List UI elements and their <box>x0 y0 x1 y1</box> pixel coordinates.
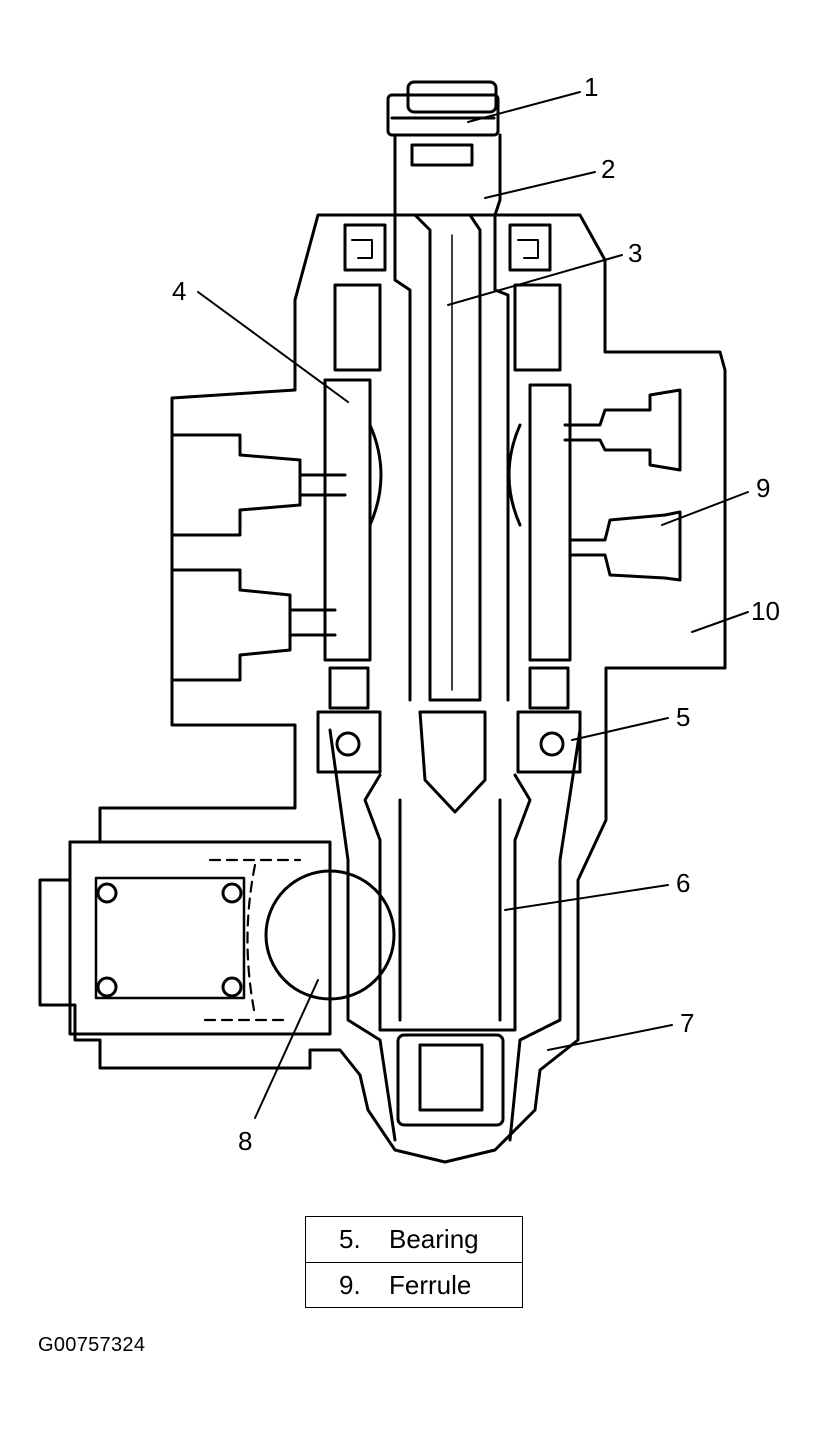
leader-5 <box>571 717 669 741</box>
ferrule-fitting-right-lower <box>568 510 682 582</box>
figure-id: G00757324 <box>38 1334 146 1356</box>
seal-upper-left <box>343 223 387 272</box>
housing-inner-right <box>508 728 582 1142</box>
callout-4: 4 <box>172 276 186 306</box>
rack-corner-br <box>221 976 243 998</box>
legend-number: 9. <box>339 1269 361 1300</box>
bearing-left <box>316 710 382 774</box>
rotor-lens-right <box>507 423 522 527</box>
rack-corner-tl <box>96 882 118 904</box>
legend-table: 5. Bearing 9. Ferrule <box>305 1216 523 1308</box>
leader-2 <box>484 171 596 199</box>
rotor-left <box>323 378 372 662</box>
port-left-lower <box>170 568 292 682</box>
port-left-upper <box>170 433 302 537</box>
leader-10 <box>691 611 749 633</box>
seal-lower-left <box>328 666 370 710</box>
leader-8 <box>254 979 319 1119</box>
valve-ring-left <box>333 283 382 372</box>
spool <box>413 213 482 702</box>
rack-inner <box>94 876 246 1000</box>
legend-label: Bearing <box>389 1224 479 1254</box>
lock-nut <box>386 93 500 137</box>
spool-tip <box>418 710 487 814</box>
callout-2: 2 <box>601 154 615 184</box>
callout-9: 9 <box>756 473 770 503</box>
valve-ring-right <box>513 283 562 372</box>
seal-upper-right <box>508 223 552 272</box>
leader-4 <box>197 291 349 403</box>
rack-corner-tr <box>221 882 243 904</box>
legend-label: Ferrule <box>389 1269 472 1300</box>
fitting-right-upper <box>563 388 682 472</box>
rack-housing <box>68 840 332 1036</box>
rack-ball <box>264 869 396 1001</box>
housing-inner-left <box>328 728 397 1142</box>
callout-1: 1 <box>584 72 598 102</box>
legend-row-ferrule: 9. Ferrule <box>306 1262 522 1307</box>
leader-1 <box>467 91 581 123</box>
callout-7: 7 <box>680 1008 694 1038</box>
rack-dashed-guide <box>203 858 302 1022</box>
rotor-right <box>528 383 572 662</box>
leader-6 <box>504 884 669 911</box>
rack-corner-bl <box>96 976 118 998</box>
leader-3 <box>447 254 623 306</box>
seal-upper-left-detail <box>351 239 373 259</box>
leader-7 <box>547 1024 673 1051</box>
legend-number: 5. <box>339 1224 361 1254</box>
callout-6: 6 <box>676 868 690 898</box>
callout-5: 5 <box>676 702 690 732</box>
stem-collar <box>410 143 474 167</box>
leader-9 <box>661 491 749 526</box>
seal-upper-right-detail <box>517 239 539 259</box>
pinion-shaft <box>363 773 532 1032</box>
rotor-lens-left <box>368 423 383 527</box>
bearing-right-ball <box>539 731 565 757</box>
callout-10: 10 <box>751 596 780 626</box>
callout-3: 3 <box>628 238 642 268</box>
bearing-left-ball <box>335 731 361 757</box>
top-cap <box>406 80 498 114</box>
callout-8: 8 <box>238 1126 252 1156</box>
bottom-plug-inner <box>418 1043 484 1112</box>
valve-sleeve <box>393 133 510 702</box>
bottom-plug <box>396 1033 505 1127</box>
housing-outline <box>38 213 727 1164</box>
bearing-right <box>516 710 582 774</box>
seal-lower-right <box>528 666 570 710</box>
legend-row-bearing: 5. Bearing <box>306 1217 522 1262</box>
